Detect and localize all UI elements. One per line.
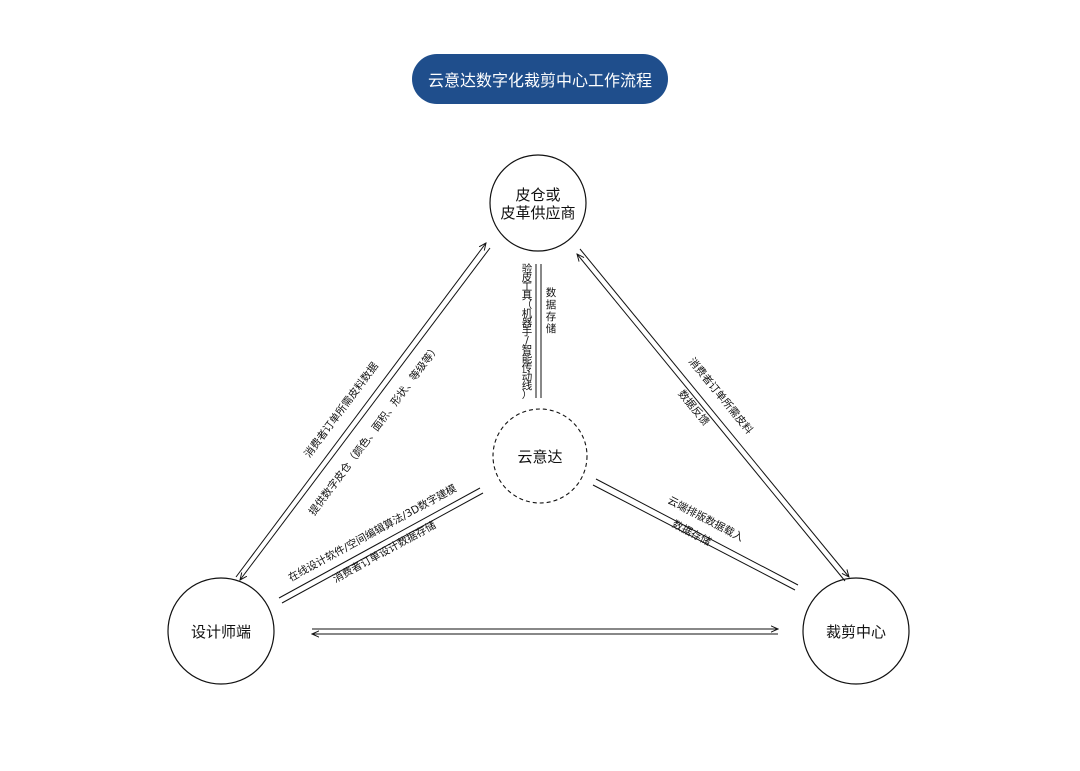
vchar: 据 (546, 298, 557, 311)
vchar: 传 (522, 362, 533, 374)
node-supplier-line1: 皮仓或 (515, 186, 560, 204)
vchar: 工 (522, 281, 533, 293)
edge-supplier-yunyida-right-text: 数 据 存 储 (546, 286, 557, 335)
vchar: 存 (546, 310, 557, 323)
node-designer-label: 设计师端 (191, 623, 251, 641)
title-pill: 云意达数字化裁剪中心工作流程 (412, 54, 668, 104)
edge-supplier-cutting-label1: 消费者订单所需皮料 (686, 355, 756, 437)
node-yunyida-label: 云意达 (517, 448, 562, 466)
node-yunyida: 云意达 (492, 408, 588, 504)
vchar: 机 (522, 307, 533, 320)
vchar: 数 (546, 286, 557, 299)
vchar: 具 (522, 290, 533, 302)
edge-designer-supplier: 消费者订单所需皮料数据 提供数字皮仓（颜色、面积、形状、等级等） (235, 243, 491, 580)
vchar: 储 (546, 322, 557, 335)
vchar: 皮 (522, 271, 533, 284)
edge-yunyida-cutting: 云端排版数据载入 数据存储 (592, 478, 799, 591)
vchar: 动 (522, 371, 533, 383)
edge-supplier-yunyida-left-text: 验 皮 工 具 （ 机 器 手 / 智 能 传 动 线 ） (522, 262, 533, 401)
edge-supplier-yunyida: 验 皮 工 具 （ 机 器 手 / 智 能 传 动 线 ） 数 据 存 储 (522, 262, 557, 401)
vchar: 智 (522, 343, 533, 356)
vchar: （ (522, 299, 533, 311)
edge-designer-yunyida: 在线设计软件/空间编辑算法/3D数字建模 消费者订单设计数据存储 (278, 481, 484, 604)
vchar: 手 (522, 325, 533, 338)
edge-designer-yunyida-label1: 在线设计软件/空间编辑算法/3D数字建模 (286, 481, 459, 584)
title-text: 云意达数字化裁剪中心工作流程 (427, 71, 652, 90)
node-supplier-line2: 皮革供应商 (500, 204, 575, 222)
node-supplier: 皮仓或 皮革供应商 (489, 154, 587, 252)
vchar: 器 (522, 317, 533, 329)
edge-designer-cutting (312, 629, 778, 634)
vchar: 线 (522, 379, 533, 392)
edge-supplier-cutting: 消费者订单所需皮料 数据反馈 (577, 248, 849, 582)
vchar: ） (522, 389, 533, 401)
vchar: 能 (522, 352, 533, 365)
node-cutting: 裁剪中心 (802, 577, 910, 685)
vchar: / (525, 335, 529, 347)
vchar: 验 (522, 262, 533, 275)
edge-supplier-cutting-label2: 数据反馈 (675, 387, 712, 428)
node-cutting-label: 裁剪中心 (826, 623, 886, 641)
node-designer: 设计师端 (167, 577, 275, 685)
